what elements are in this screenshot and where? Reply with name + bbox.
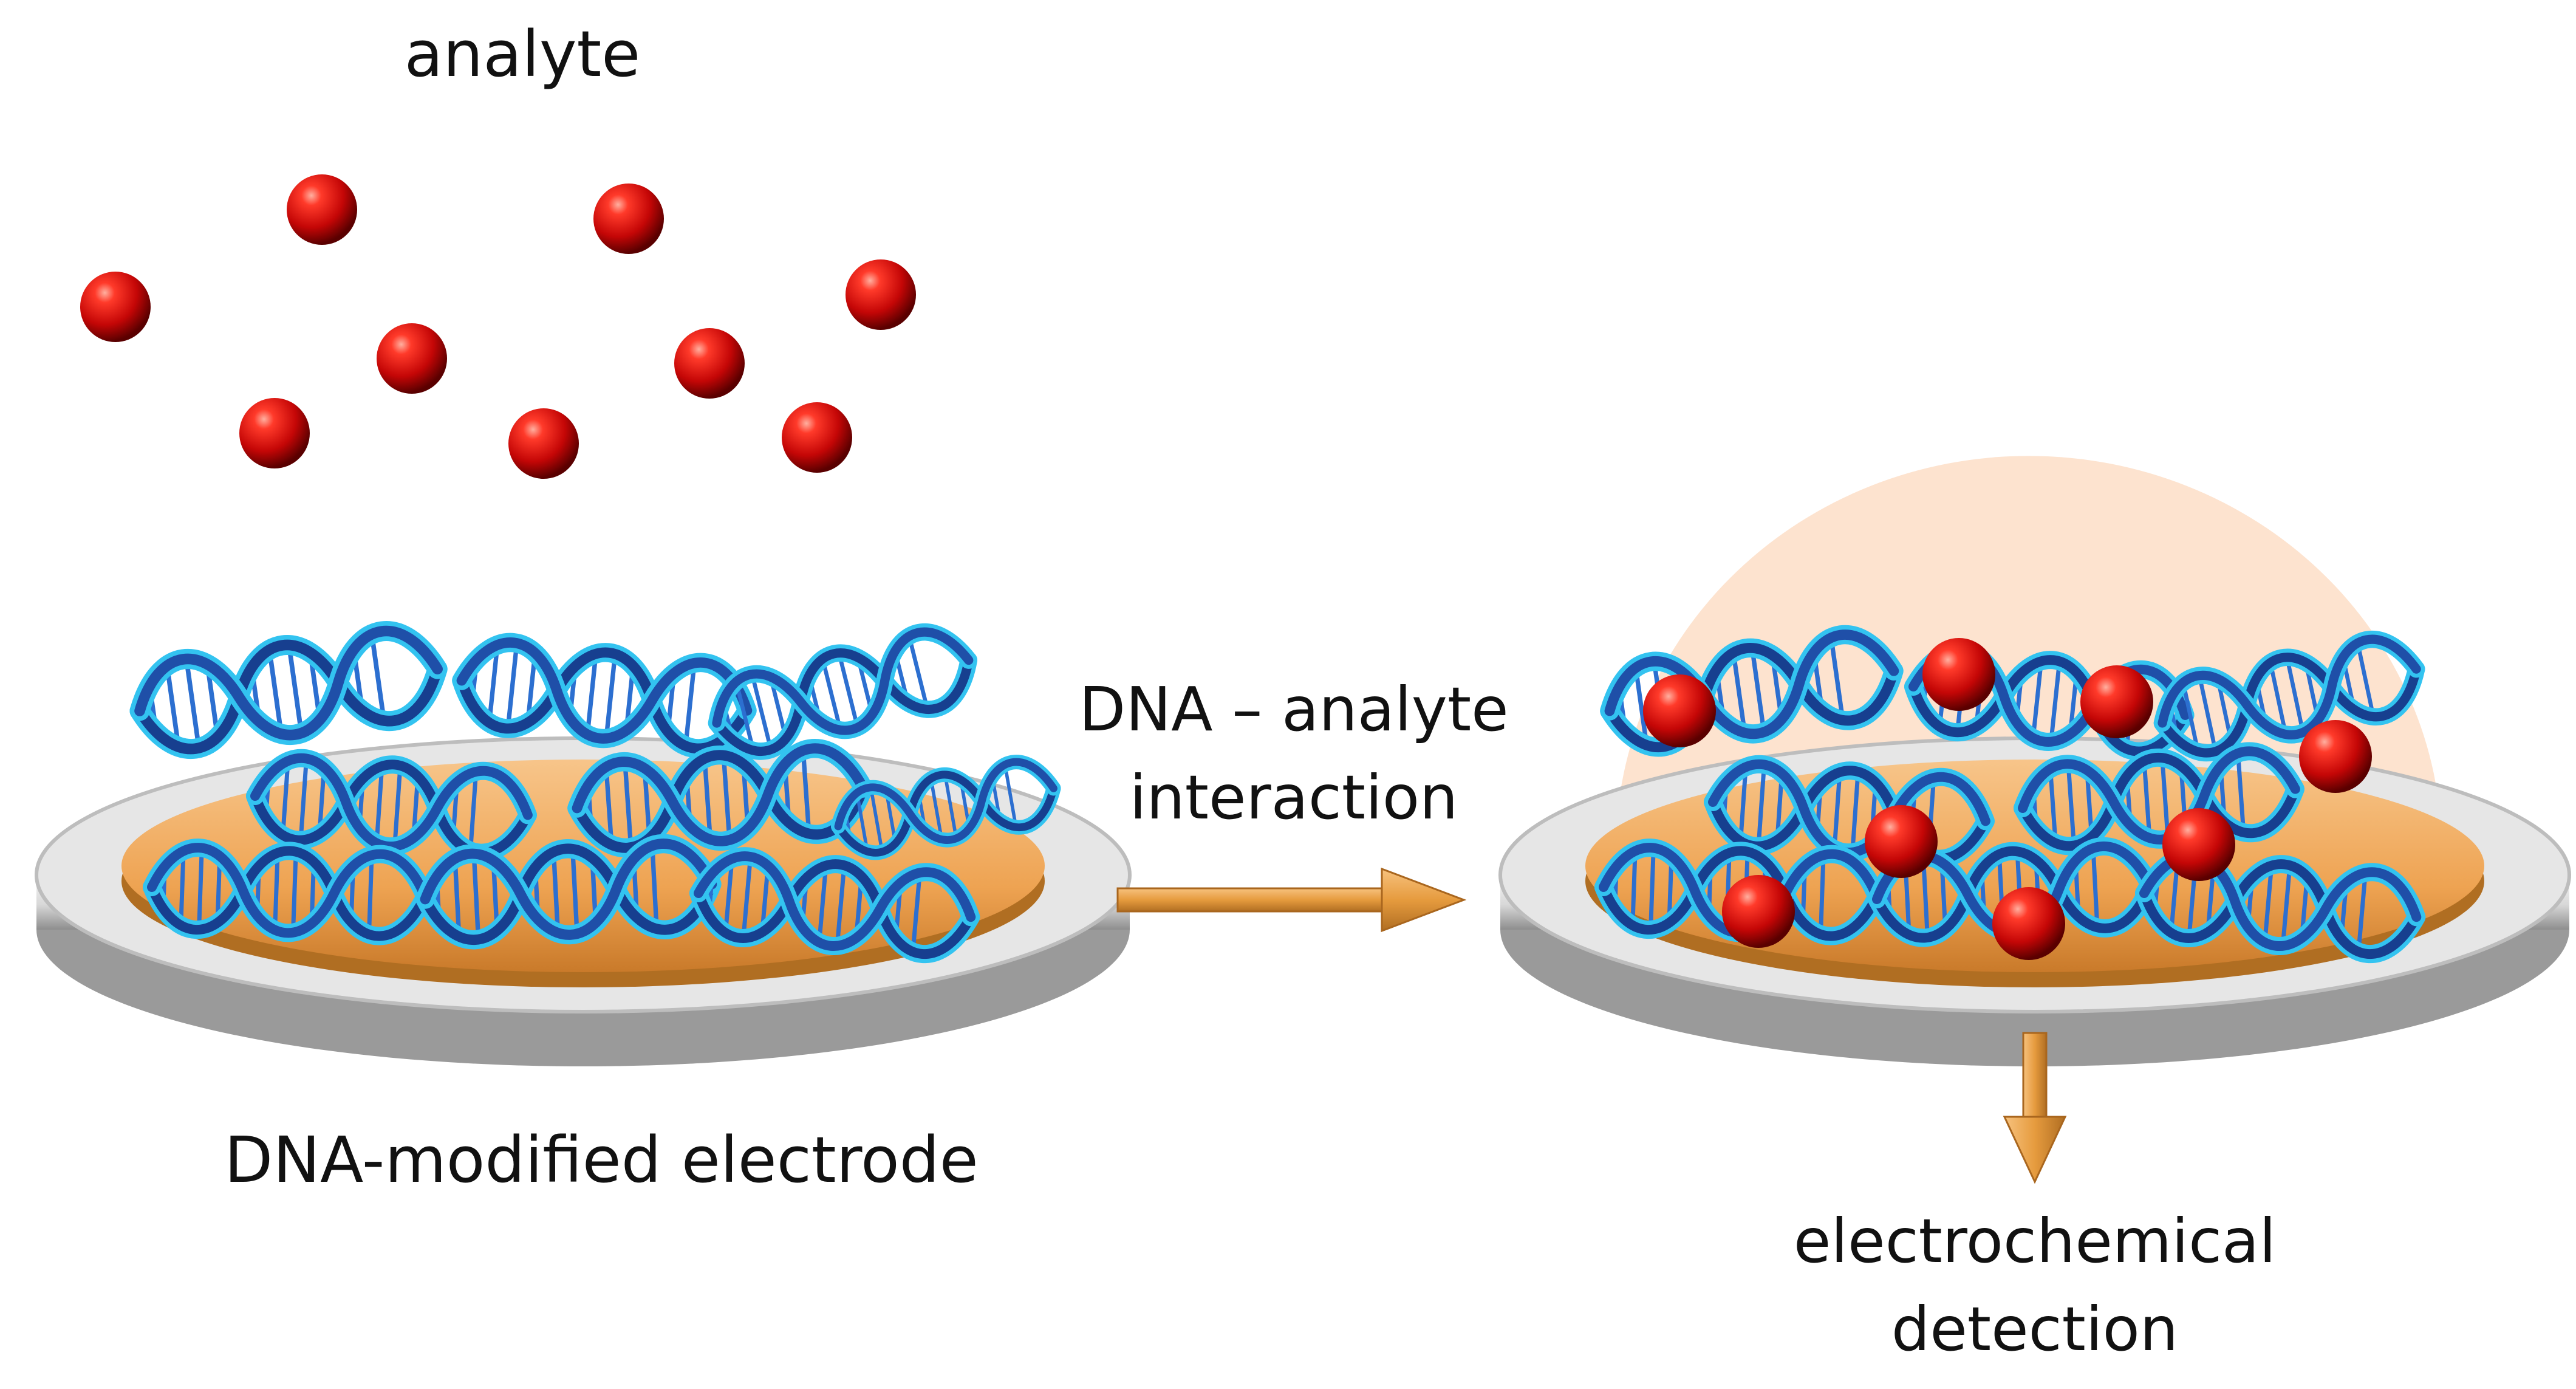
dna-modified-electrode [35,622,1132,1066]
analyte-sphere [1922,638,1995,711]
analyte-sphere [846,259,916,330]
arrow-down-icon [2003,1032,2067,1184]
analyte-sphere [1722,875,1795,948]
analyte-sphere [593,183,664,254]
interaction-label-line2: interaction [1129,762,1458,833]
analyte-sphere [508,408,579,479]
analyte-sphere [1643,674,1716,747]
electrode-label: DNA-modified electrode [224,1123,979,1197]
analyte-sphere [2080,665,2153,738]
analyte-sphere [674,328,745,399]
analyte-sphere [1992,887,2065,960]
detection-label-line1: electrochemical [1793,1206,2277,1277]
analyte-sphere [2162,808,2235,881]
analyte-sphere [2299,720,2372,793]
analyte-sphere [287,174,357,245]
analyte-sphere [80,272,151,342]
analyte-label: analyte [404,17,641,91]
dna-helix [134,625,444,756]
analyte-sphere [782,402,852,473]
electrode-with-bound-analyte [1498,628,2571,1066]
bound-analyte [1643,638,2372,960]
analyte-sphere [239,398,310,468]
analyte-sphere [377,323,447,394]
interaction-label-line1: DNA – analyte [1079,674,1509,745]
arrow-right-icon [1116,867,1467,933]
analyte-cloud [80,174,916,479]
detection-label-line2: detection [1891,1294,2179,1365]
dna-helix [457,638,752,753]
analyte-sphere [1865,805,1938,878]
